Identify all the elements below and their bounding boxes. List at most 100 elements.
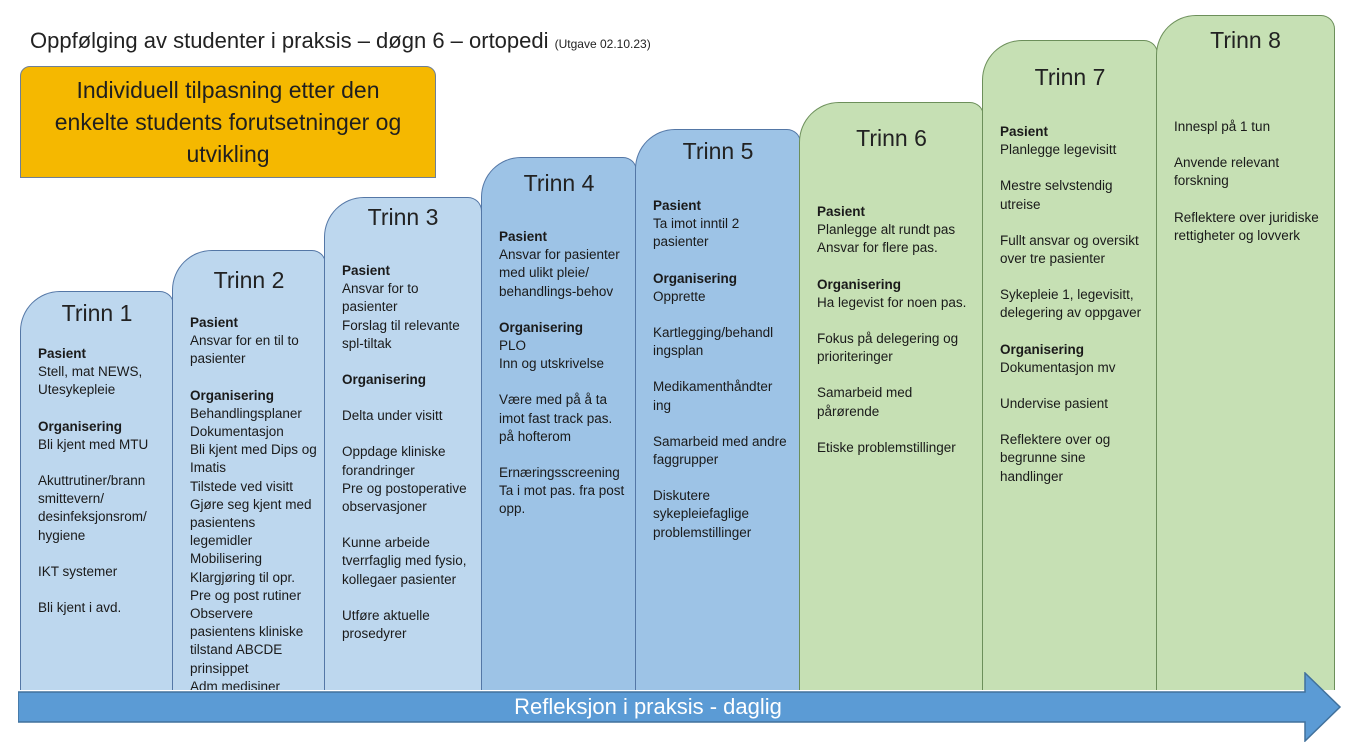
step-item: Mobilisering xyxy=(190,551,263,567)
step-heading: Trinn 8 xyxy=(1210,27,1281,53)
step-item: Undervise pasient xyxy=(1000,396,1109,412)
step-item: Stell, mat NEWS, Utesykepleie xyxy=(38,364,143,398)
spacer xyxy=(1000,268,1149,286)
spacer xyxy=(342,425,473,443)
step-item: Være med på å ta imot fast track pas. på… xyxy=(499,392,613,444)
step-item: Tilstede ved visitt xyxy=(190,478,294,494)
step-item: Fokus på delegering og prioriteringer xyxy=(817,331,959,365)
spacer xyxy=(1000,377,1149,395)
step-item: Ta i mot pas. fra post opp. xyxy=(499,483,625,517)
step-heading: Trinn 7 xyxy=(1034,64,1106,90)
spacer xyxy=(817,421,975,439)
spacer xyxy=(817,258,975,276)
spacer xyxy=(342,516,473,534)
step-item: Dokumentasjon mv xyxy=(1000,359,1116,375)
step-item: Etiske problemstillinger xyxy=(817,439,956,455)
step-item: Pre og postoperative observasjoner xyxy=(342,480,467,515)
step-item: Behandlingsplaner xyxy=(190,405,302,421)
step-item: Bli kjent i avd. xyxy=(38,600,122,616)
step-item: Ansvar for to pasienter xyxy=(342,281,419,315)
step-heading: Trinn 4 xyxy=(523,170,595,196)
section-label: Organisering xyxy=(342,372,427,388)
step-item: Oppdage kliniske forandringer xyxy=(342,444,446,478)
spacer xyxy=(499,446,628,464)
spacer xyxy=(190,369,317,387)
section-label: Organisering xyxy=(190,387,275,403)
step-item: Forslag til relevante spl-tiltak xyxy=(342,317,460,351)
section-label: Pasient xyxy=(499,229,548,244)
step-item: Gjøre seg kjent med pasientens legemidle… xyxy=(190,496,312,549)
section-label: Pasient xyxy=(1000,124,1049,139)
step-item: Opprette xyxy=(653,288,706,304)
step-item: Bli kjent med MTU xyxy=(38,436,149,452)
step-item: Anvende relevant forskning xyxy=(1174,155,1280,189)
spacer xyxy=(342,389,473,407)
spacer xyxy=(38,545,165,563)
section-label: Organisering xyxy=(1000,341,1085,357)
step-item: Planlegge legevisitt xyxy=(1000,142,1117,158)
step-item: Pre og post rutiner xyxy=(190,587,302,603)
step-item: Ta imot inntil 2 pasienter xyxy=(653,216,740,250)
step-item: Ansvar for flere pas. xyxy=(817,240,938,256)
step-item: Klargjøring til opr. xyxy=(190,569,296,585)
spacer xyxy=(342,589,473,607)
step-heading: Trinn 2 xyxy=(213,267,285,293)
spacer xyxy=(653,415,792,433)
step-item: Mestre selvstendig utreise xyxy=(1000,178,1113,212)
section-label: Organisering xyxy=(499,319,584,335)
step-heading: Trinn 3 xyxy=(367,204,439,230)
step-item: Dokumentasjon xyxy=(190,424,284,440)
spacer xyxy=(38,400,165,418)
spacer xyxy=(817,312,975,330)
step-item: Kartlegging/behandl ingsplan xyxy=(653,325,774,359)
step-item: Medikamenthåndter ing xyxy=(653,379,773,413)
step-item: Fullt ansvar og oversikt over tre pasien… xyxy=(1000,232,1139,267)
section-label: Pasient xyxy=(817,204,866,219)
section-label: Pasient xyxy=(190,315,239,330)
section-label: Pasient xyxy=(653,198,702,213)
step-item: PLO xyxy=(499,338,527,354)
spacer xyxy=(499,301,628,319)
step-item: Reflektere over og begrunne sine handlin… xyxy=(1000,432,1111,484)
spacer xyxy=(1000,159,1149,177)
spacer xyxy=(499,373,628,391)
step-item: Inn og utskrivelse xyxy=(499,356,605,372)
spacer xyxy=(653,469,792,487)
step-item: Delta under visitt xyxy=(342,408,443,424)
arrow-label: Refleksjon i praksis - daglig xyxy=(514,694,782,719)
step-item: Akuttrutiner/brann smittevern/ desinfeks… xyxy=(38,473,147,543)
step-heading: Trinn 6 xyxy=(856,125,927,151)
section-label: Organisering xyxy=(653,270,738,286)
step-item: Bli kjent med Dips og Imatis xyxy=(190,442,317,476)
step-item: Utføre aktuelle prosedyrer xyxy=(342,607,430,642)
section-label: Organisering xyxy=(38,418,123,434)
spacer xyxy=(38,581,165,599)
step-item: IKT systemer xyxy=(38,563,118,579)
step-item: Ansvar for en til to pasienter xyxy=(190,333,299,367)
spacer xyxy=(1000,323,1149,341)
reflection-arrow xyxy=(18,672,1342,742)
spacer xyxy=(1000,413,1149,431)
step-item: Ernæringsscreening xyxy=(499,465,620,481)
callout-text: Individuell tilpasning etter den enkelte… xyxy=(54,77,402,167)
spacer xyxy=(653,252,792,270)
page-title: Oppfølging av studenter i praksis – døgn… xyxy=(30,28,651,54)
step-item: Samarbeid med pårørende xyxy=(817,385,913,419)
step-item: Planlegge alt rundt pas xyxy=(817,222,956,238)
section-label: Pasient xyxy=(38,346,87,361)
step-item: Reflektere over juridiske rettigheter og… xyxy=(1174,209,1319,243)
title-text: Oppfølging av studenter i praksis – døgn… xyxy=(30,28,549,53)
